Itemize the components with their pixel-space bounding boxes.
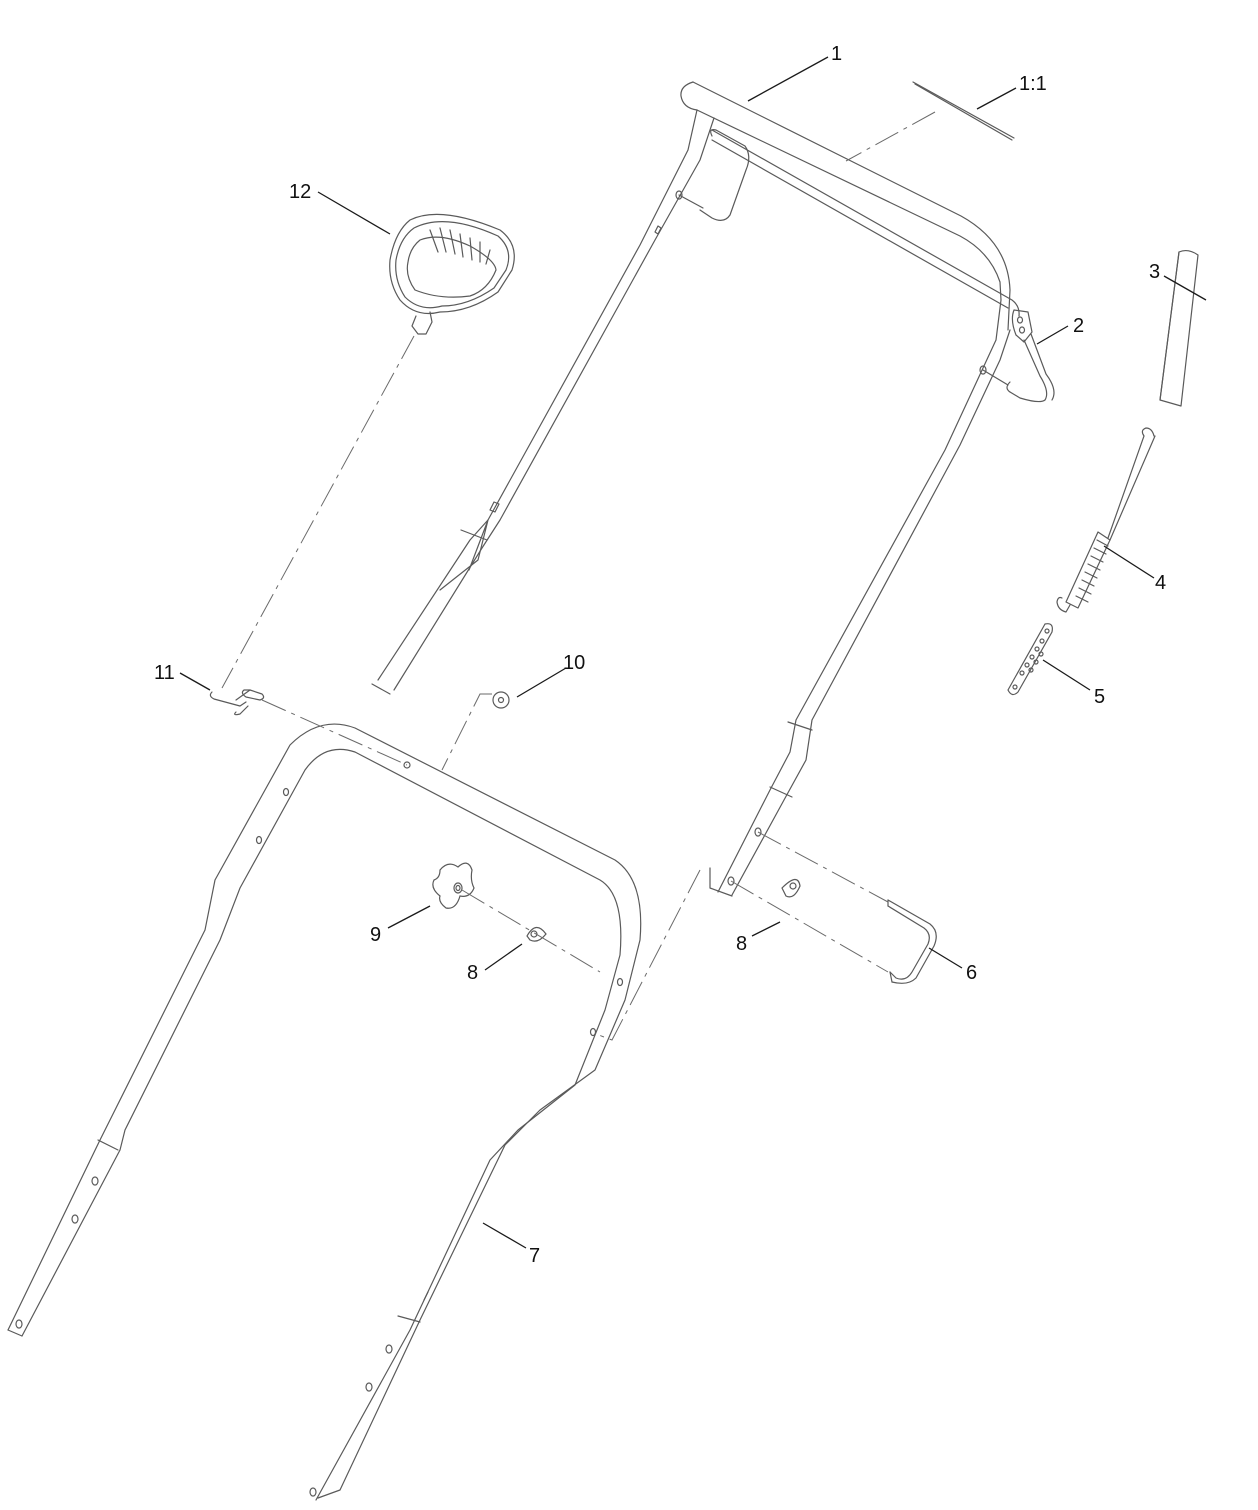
leader-lines (179, 56, 1207, 1249)
callout-4: 4 (1155, 572, 1167, 594)
callout-1: 1 (831, 43, 843, 65)
flat-washer (492, 691, 510, 709)
extension-spring (1056, 427, 1156, 613)
bail-bar (711, 129, 1055, 403)
callout-6: 6 (966, 962, 978, 984)
star-knob (432, 862, 475, 909)
lower-handle (7, 723, 642, 1501)
decal (912, 81, 1015, 141)
callout-10: 10 (563, 652, 586, 674)
callout-7: 7 (529, 1245, 541, 1267)
callout-8a: 8 (467, 962, 479, 984)
upper-handle (371, 81, 1011, 897)
assembly-lines (221, 111, 936, 1041)
callout-2: 2 (1073, 315, 1085, 337)
curved-washer-b (781, 878, 801, 898)
grass-bag-handle (389, 213, 515, 335)
callout-8b: 8 (736, 933, 748, 955)
grip-tube (1159, 249, 1199, 407)
callout-1-1: 1:1 (1019, 73, 1047, 95)
cable-clip (209, 689, 265, 716)
callout-3: 3 (1149, 261, 1161, 283)
callout-5: 5 (1094, 686, 1106, 708)
callout-12: 12 (289, 181, 312, 203)
adjuster-plate (1007, 623, 1053, 696)
u-bracket (887, 899, 937, 984)
callout-11: 11 (154, 662, 175, 684)
callout-9: 9 (370, 924, 382, 946)
